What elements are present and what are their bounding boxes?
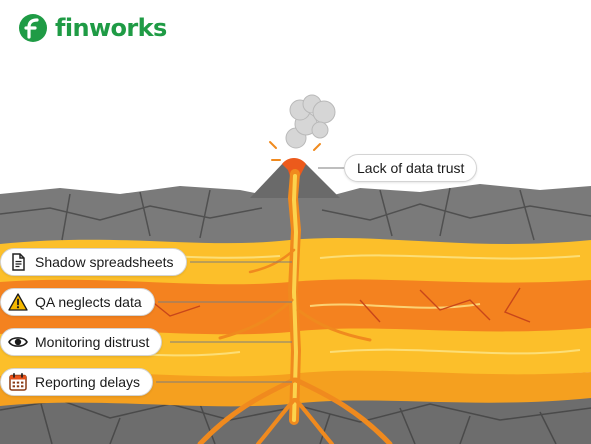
label-qa-neglects-data-text: QA neglects data [35,294,142,310]
eye-icon [8,337,28,347]
warning-icon [8,293,28,311]
lava-conduit [197,169,393,444]
magma-cracks [149,287,531,323]
surface-rock-cracks [0,187,591,241]
label-monitoring-distrust-text: Monitoring distrust [35,334,150,350]
label-lack-of-data-trust: Lack of data trust [344,154,478,182]
label-reporting-delays: Reporting delays [0,368,154,396]
label-lack-of-data-trust-text: Lack of data trust [357,160,465,176]
calendar-icon [9,373,27,391]
label-shadow-spreadsheets: Shadow spreadsheets [0,248,187,276]
connector-lines [156,167,344,383]
finworks-f-logo-icon [19,14,47,42]
smoke-plume [285,94,336,149]
label-qa-neglects-data: QA neglects data [0,288,155,316]
finworks-logo[interactable]: finworks [18,10,167,46]
label-shadow-spreadsheets-text: Shadow spreadsheets [35,254,174,270]
label-monitoring-distrust: Monitoring distrust [0,328,163,356]
brand-name: finworks [55,14,167,42]
label-reporting-delays-text: Reporting delays [35,374,141,390]
bottom-rock-cracks [0,399,591,444]
document-icon [12,253,25,271]
sparks [269,141,321,161]
